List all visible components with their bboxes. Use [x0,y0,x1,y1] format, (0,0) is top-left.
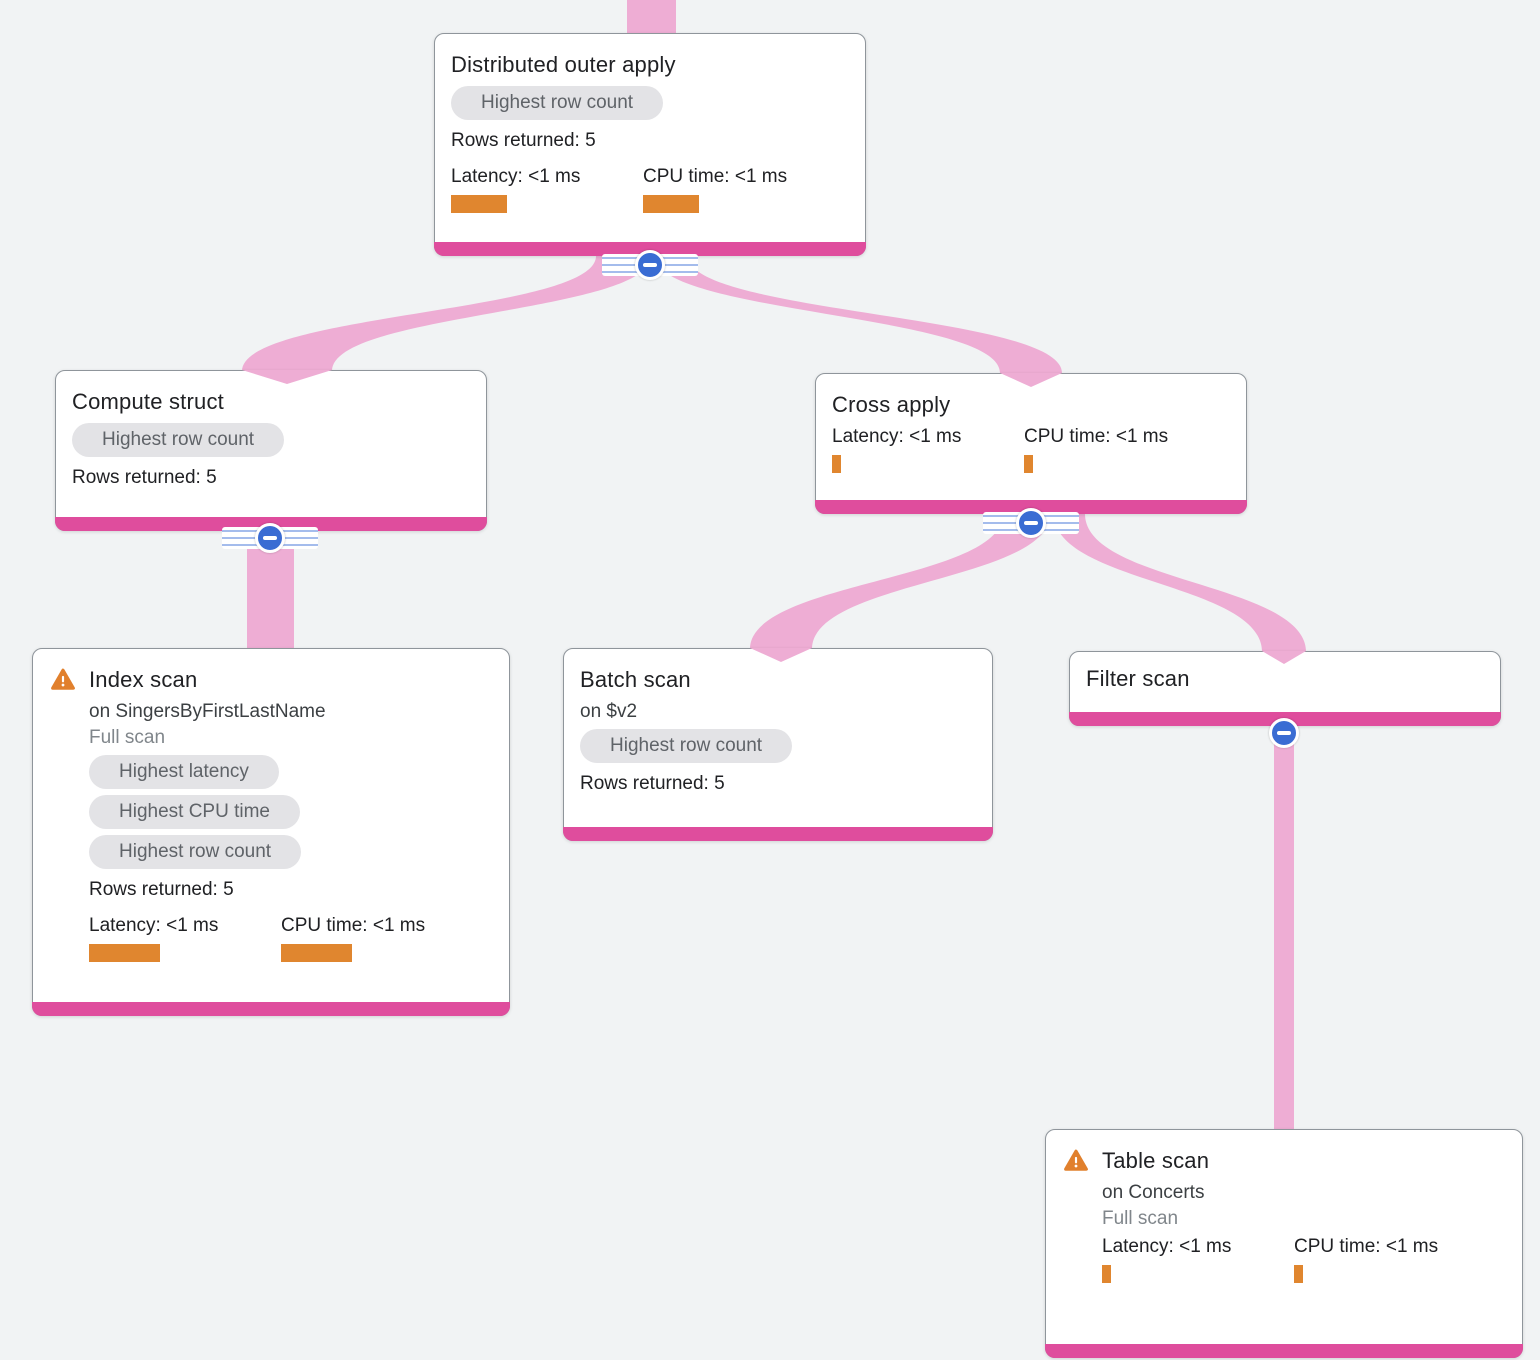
cpu-time-label: CPU time: <1 ms [1294,1236,1439,1257]
warning-triangle-icon [1064,1149,1088,1171]
collapse-button-filter-scan[interactable] [1236,718,1332,748]
latency-label: Latency: <1 ms [89,915,219,936]
edge-from-offscreen-parent [627,0,676,42]
cpu-metric: CPU time: <1 ms [643,166,835,213]
cpu-metric: CPU time: <1 ms [1024,426,1216,473]
edge-distributed-to-cross-apply [655,256,1062,386]
latency-metric: Latency: <1 ms [451,166,643,213]
latency-bar [832,455,841,473]
node-subtitle: on SingersByFirstLastName [89,701,326,722]
badge-highest-cpu-time: Highest CPU time [89,795,300,829]
collapse-minus-icon [1016,508,1046,538]
collapse-button-compute-struct[interactable] [222,523,318,553]
ribbon-notch-batch-scan [750,648,812,662]
collapse-minus-icon [635,250,665,280]
card-accent-bar [563,827,993,841]
collapse-minus-icon [1269,718,1299,748]
latency-label: Latency: <1 ms [451,166,581,187]
node-distributed-outer-apply[interactable]: Distributed outer apply Highest row coun… [434,33,866,256]
badge-highest-row-count: Highest row count [89,835,302,869]
latency-metric: Latency: <1 ms [1102,1236,1294,1283]
edge-filter-scan-to-table-scan [1274,724,1294,1131]
card-accent-bar [32,1002,510,1016]
node-subtitle: on $v2 [580,701,638,722]
latency-label: Latency: <1 ms [832,426,962,447]
ribbon-notch-filter-scan [1262,651,1306,664]
warning-triangle-icon [51,668,75,690]
node-title: Table scan [1102,1148,1210,1173]
collapse-minus-icon [255,523,285,553]
edge-cross-apply-to-batch-scan [750,514,1050,662]
collapse-button-distributed-outer-apply[interactable] [602,250,698,280]
latency-bar [1102,1265,1111,1283]
cpu-time-bar [643,195,699,213]
rows-returned: Rows returned: 5 [72,467,217,488]
node-index-scan[interactable]: Index scan on SingersByFirstLastName Ful… [32,648,510,1016]
edge-compute-struct-to-index-scan [247,529,294,650]
edge-distributed-to-compute-struct [242,256,651,384]
latency-bar [451,195,507,213]
cpu-time-bar [1294,1265,1303,1283]
node-title: Cross apply [832,392,951,417]
latency-label: Latency: <1 ms [1102,1236,1232,1257]
rows-returned: Rows returned: 5 [89,879,234,900]
rows-returned: Rows returned: 5 [580,773,725,794]
card-accent-bar [434,242,866,256]
node-title: Batch scan [580,667,691,692]
badge-highest-row-count: Highest row count [451,86,664,120]
node-compute-struct[interactable]: Compute struct Highest row count Rows re… [55,370,487,531]
cpu-time-label: CPU time: <1 ms [281,915,426,936]
node-title: Compute struct [72,389,224,414]
cpu-time-bar [281,944,352,962]
rows-returned: Rows returned: 5 [451,130,596,151]
cpu-metric: CPU time: <1 ms [1294,1236,1486,1283]
cpu-metric: CPU time: <1 ms [281,915,473,962]
edge-cross-apply-to-filter-scan [1054,514,1306,664]
latency-metric: Latency: <1 ms [89,915,281,962]
ribbon-notch-compute-struct [242,370,332,384]
node-title: Filter scan [1086,666,1190,691]
node-table-scan[interactable]: Table scan on Concerts Full scan Latency… [1045,1129,1523,1358]
node-title: Index scan [89,667,198,692]
scan-type: Full scan [89,727,166,748]
cpu-time-label: CPU time: <1 ms [643,166,788,187]
collapse-button-cross-apply[interactable] [983,508,1079,538]
node-title: Distributed outer apply [451,52,676,77]
node-cross-apply[interactable]: Cross apply Latency: <1 ms CPU time: <1 … [815,373,1247,514]
scan-type: Full scan [1102,1208,1179,1229]
latency-metric: Latency: <1 ms [832,426,1024,473]
cpu-time-bar [1024,455,1033,473]
cpu-time-label: CPU time: <1 ms [1024,426,1169,447]
badge-highest-row-count: Highest row count [580,729,793,763]
node-subtitle: on Concerts [1102,1182,1205,1203]
card-accent-bar [1045,1344,1523,1358]
latency-bar [89,944,160,962]
node-batch-scan[interactable]: Batch scan on $v2 Highest row count Rows… [563,648,993,841]
ribbon-notch-cross-apply [1000,373,1062,387]
badge-highest-row-count: Highest row count [72,423,285,457]
badge-highest-latency: Highest latency [89,755,279,789]
card-accent-bar [815,500,1247,514]
